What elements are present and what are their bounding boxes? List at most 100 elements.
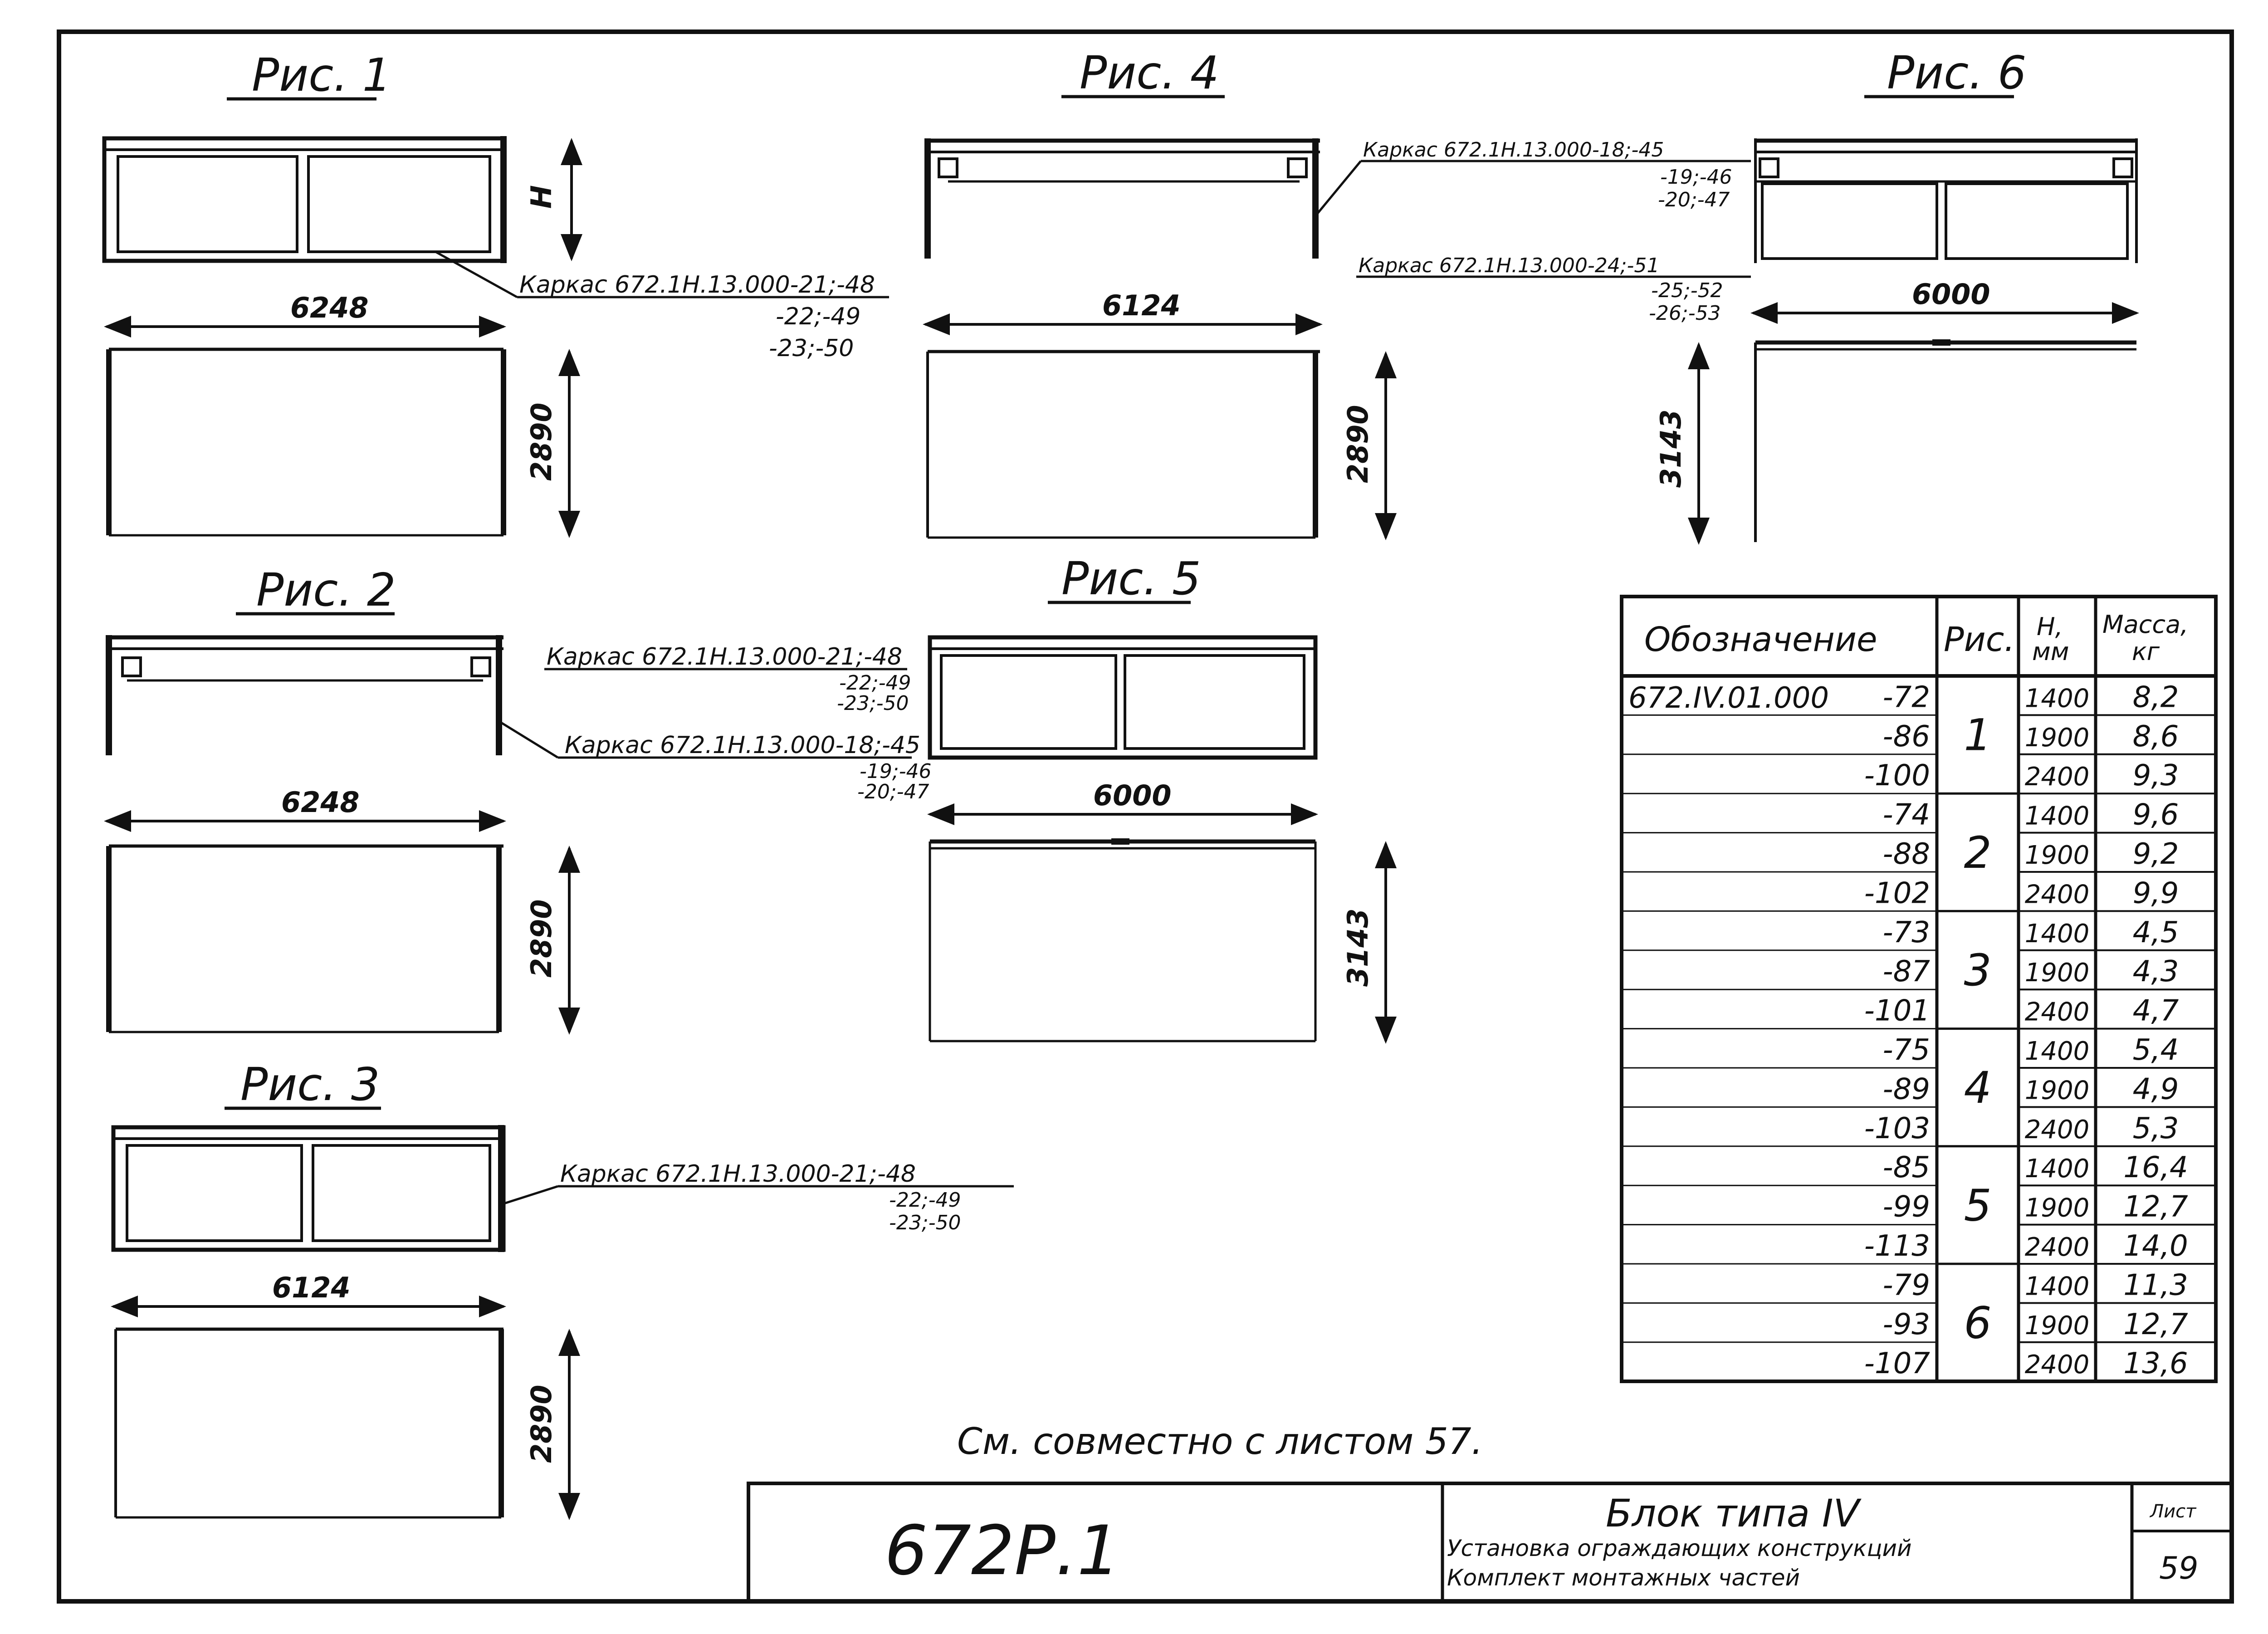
figure-2-title: Рис. 2 [256,563,396,616]
figure-2-plan [106,635,503,755]
table-cell-code: -113 [1864,1229,1930,1263]
figure-5-width-label: 6000 [1093,779,1172,812]
title-block: 672Р.1 Блок типа IV Установка ограждающи… [747,1482,2234,1603]
figure-1-callout-label: Каркас 672.1Н.13.000-21;-48 [519,271,875,298]
figure-2-callout-bottom-line-2: -20;-47 [857,780,929,803]
table-cell-figure: 4 [1964,1062,1991,1113]
figure-1-elevation-height-label: 2890 [525,402,558,481]
figure-4-callout-leader [1317,160,1362,214]
table-cell-height: 1400 [2025,919,2090,949]
figure-4-callout-line-1: -19;-46 [1660,166,1732,189]
table-cell-figure: 5 [1964,1180,1991,1231]
figure-3-callout-line-2: -23;-50 [889,1211,961,1234]
figure-2: Рис. 2 6248 2890 Каркас 672.1Н.13.000-21… [104,563,932,1035]
table-cell-code: -74 [1882,798,1930,832]
table-cell-mass: 12,7 [2123,1190,2188,1224]
figure-1-callout-line-2: -23;-50 [769,335,854,362]
table-cell-height: 2400 [2025,998,2090,1027]
table-cell-code: -88 [1882,837,1930,871]
figure-6-callout-label: Каркас 672.1Н.13.000-24;-51 [1359,254,1659,277]
table-cell-mass: 5,4 [2133,1033,2179,1067]
table-cell-figure: 3 [1964,945,1991,996]
figure-1-callout-line-1: -22;-49 [776,303,860,330]
figure-4-height-label: 2890 [1341,405,1374,483]
table-cell-code: -107 [1864,1347,1931,1380]
figure-4-callout-label: Каркас 672.1Н.13.000-18;-45 [1363,138,1664,161]
figure-3: Рис. 3 6124 2890 Каркас 672.1Н.13.000-21… [111,1058,1014,1520]
table-cell-code: -103 [1864,1112,1930,1145]
table-cell-height: 1400 [2025,1154,2090,1184]
figure-5-plan [928,635,1318,760]
figure-3-callout-label: Каркас 672.1Н.13.000-21;-48 [560,1160,916,1188]
figure-6-height-label: 3143 [1654,409,1687,488]
table-cell-figure: 1 [1964,710,1991,761]
table-cell-figure: 2 [1964,827,1991,878]
figure-4-elevation [926,350,1320,539]
table-cell-mass: 11,3 [2123,1268,2188,1302]
table-cell-code: -73 [1882,916,1930,949]
header-height-unit: мм [2032,637,2069,666]
figure-4-plan [924,138,1320,259]
figure-3-width-label: 6124 [272,1271,351,1304]
figure-1-title: Рис. 1 [252,49,391,102]
table-cell-mass: 4,9 [2133,1072,2179,1106]
figure-4-width-label: 6124 [1102,289,1181,322]
figure-3-callout-line-1: -22;-49 [889,1189,961,1212]
figure-3-plan [111,1125,506,1252]
figure-6-plan [1754,138,2138,263]
table-cell-height: 1900 [2025,1194,2090,1223]
table-cell-code: -86 [1882,720,1930,753]
figure-1-width-label: 6248 [290,291,369,324]
figure-5-title: Рис. 5 [1061,552,1201,605]
table-cell-mass: 13,6 [2123,1347,2188,1380]
table-cell-code: -72 [1882,680,1930,714]
table-cell-code: -100 [1864,759,1930,793]
figure-4-callout-line-2: -20;-47 [1658,188,1730,211]
table-cell-code: -101 [1864,994,1930,1028]
table-cell-mass: 14,0 [2123,1229,2188,1263]
title-block-frame [747,1482,2234,1603]
table-cell-mass: 16,4 [2123,1151,2188,1184]
figure-2-elevation [106,844,503,1033]
figure-6-title: Рис. 6 [1887,46,2026,99]
figure-5-height-label: 3143 [1341,908,1374,987]
figure-5: Рис. 5 6000 3143 [927,552,1397,1044]
figure-6-callout-line-2: -26;-53 [1649,302,1721,325]
table-cell-height: 1400 [2025,1037,2090,1066]
figure-4: Рис. 4 6124 2890 Каркас 672.1Н.13.000-18… [923,46,1751,540]
table-cell-height: 2400 [2025,880,2090,909]
table-cell-height: 2400 [2025,762,2090,792]
header-designation: Обозначение [1644,620,1877,659]
table-cell-height: 1400 [2025,802,2090,831]
table-cell-code: -75 [1882,1033,1930,1067]
header-height: Н, [2037,612,2063,641]
sheet-label: Лист [2149,1501,2197,1522]
table-cell-mass: 9,3 [2133,759,2179,793]
table-cell-mass: 12,7 [2123,1308,2188,1341]
table-cell-height: 1900 [2025,723,2090,753]
figure-2-callout-top-label: Каркас 672.1Н.13.000-21;-48 [547,643,902,670]
table-cell-mass: 9,2 [2133,837,2179,871]
table-cell-mass: 4,5 [2133,916,2179,949]
table-cell-code: -102 [1864,876,1930,910]
figure-3-title: Рис. 3 [240,1058,380,1111]
stamp-line-1: Установка ограждающих конструкций [1447,1535,1912,1561]
figure-6: Рис. 6 6000 3143 Каркас 672.1Н.13.000-24… [1356,46,2139,545]
figure-2-callout-bottom-label: Каркас 672.1Н.13.000-18;-45 [565,732,920,759]
table-cell-mass: 8,2 [2133,680,2179,714]
figure-2-height-label: 2890 [525,899,558,978]
table-cell-code: -79 [1882,1268,1930,1302]
table-cell-height: 2400 [2025,1350,2090,1380]
figure-3-height-label: 2890 [525,1384,558,1463]
table-cell-height: 1900 [2025,958,2090,988]
figure-2-callout-top-line-2: -23;-50 [837,692,909,715]
figure-6-callout-line-1: -25;-52 [1651,279,1723,302]
table-cell-height: 1400 [2025,1272,2090,1301]
table-cell-code: -89 [1882,1072,1930,1106]
figure-1-height-mark: Н [525,185,558,209]
table-cell-height: 2400 [2025,1233,2090,1262]
figure-2-callout-bottom-leader [498,720,559,759]
figure-3-elevation [114,1327,504,1519]
